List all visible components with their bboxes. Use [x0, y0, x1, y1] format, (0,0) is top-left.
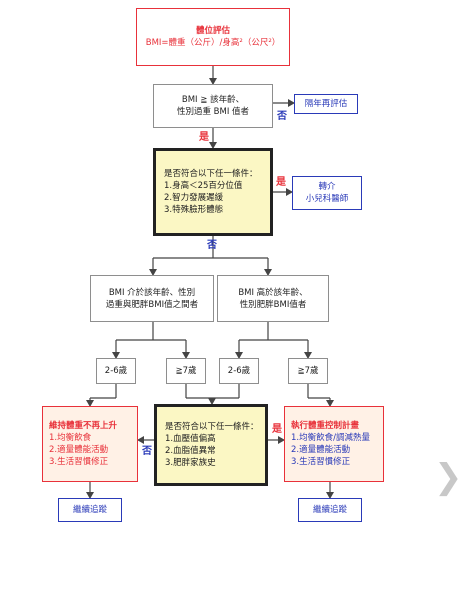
reassess-label: 隔年再評估 [304, 99, 348, 109]
control-item-3: 3.生活習慣修正 [291, 457, 351, 467]
follow-up-left-box: 繼續追蹤 [58, 498, 122, 522]
maintain-title: 維持體重不再上升 [49, 421, 118, 431]
age-label: ≧7歲 [175, 366, 197, 376]
age-2-6-right-box: 2-6歲 [219, 358, 259, 384]
follow-right-label: 繼續追蹤 [312, 505, 347, 515]
right-group-line2: 性別肥胖BMI值者 [239, 299, 307, 310]
q1-line2: 性別過重 BMI 值者 [176, 107, 250, 117]
left-group-line1: BMI 介於該年齡、性別 [108, 287, 196, 298]
maintain-item-1: 1.均衡飲食 [49, 433, 92, 443]
right-group-line1: BMI 高於該年齡、 [238, 287, 308, 298]
reassess-next-year-box: 隔年再評估 [294, 94, 358, 114]
age-7-plus-right-box: ≧7歲 [288, 358, 328, 384]
q3-item-1: 1.血壓值偏高 [165, 434, 216, 444]
refer-pediatrician-box: 轉介 小兒科醫師 [292, 176, 362, 210]
q2-item-3: 3.特殊臉形體態 [164, 205, 224, 215]
left-group-line2: 過重與肥胖BMI值之間者 [105, 299, 199, 310]
q2-item-2: 2.智力發展遲緩 [164, 193, 224, 203]
no-label-q3: 否 [142, 446, 152, 457]
obese-range-box: BMI 高於該年齡、 性別肥胖BMI值者 [217, 275, 329, 322]
control-item-1: 1.均衡飲食/調減熱量 [291, 433, 370, 443]
assessment-title: 體位評估 [195, 26, 230, 36]
q3-title: 是否符合以下任一條件： [165, 422, 259, 432]
weight-control-plan-box: 執行體重控制計畫 1.均衡飲食/調減熱量 2.適量體能活動 3.生活習慣修正 [284, 406, 384, 482]
q3-item-3: 3.肥胖家族史 [165, 458, 216, 468]
maintain-weight-box: 維持體重不再上升 1.均衡飲食 2.適量體能活動 3.生活習慣修正 [42, 406, 138, 482]
follow-left-label: 繼續追蹤 [72, 505, 107, 515]
maintain-item-3: 3.生活習慣修正 [49, 457, 109, 467]
overweight-question-box: BMI ≧ 該年齡、 性別過重 BMI 值者 [153, 84, 273, 128]
bmi-assessment-box: 體位評估 BMI=體重（公斤）/身高²（公尺²） [136, 8, 290, 66]
refer-line1: 轉介 [318, 182, 336, 192]
q1-line1: BMI ≧ 該年齡、 [181, 95, 245, 105]
overweight-range-box: BMI 介於該年齡、性別 過重與肥胖BMI值之間者 [90, 275, 214, 322]
chevron-right-icon[interactable]: ❯ [434, 457, 463, 497]
age-2-6-left-box: 2-6歲 [96, 358, 136, 384]
condition-check-box-2: 是否符合以下任一條件： 1.血壓值偏高 2.血脂值異常 3.肥胖家族史 [154, 404, 268, 486]
age-label: ≧7歲 [297, 366, 319, 376]
yes-label-q3: 是 [272, 424, 282, 435]
control-title: 執行體重控制計畫 [291, 421, 360, 431]
refer-line2: 小兒科醫師 [305, 194, 349, 204]
age-label: 2-6歲 [104, 366, 128, 376]
follow-up-right-box: 繼續追蹤 [298, 498, 362, 522]
no-label-q2: 否 [207, 240, 217, 251]
q2-item-1: 1.身高＜25百分位值 [164, 181, 243, 191]
bmi-formula: BMI=體重（公斤）/身高²（公尺²） [145, 38, 281, 48]
yes-label-q2: 是 [276, 177, 286, 188]
maintain-item-2: 2.適量體能活動 [49, 445, 109, 455]
yes-label-q1: 是 [199, 132, 209, 143]
age-7-plus-left-box: ≧7歲 [166, 358, 206, 384]
condition-check-box-1: 是否符合以下任一條件： 1.身高＜25百分位值 2.智力發展遲緩 3.特殊臉形體… [153, 148, 273, 236]
age-label: 2-6歲 [227, 366, 251, 376]
control-item-2: 2.適量體能活動 [291, 445, 351, 455]
no-label-q1: 否 [277, 111, 287, 122]
q3-item-2: 2.血脂值異常 [165, 446, 216, 456]
q2-title: 是否符合以下任一條件： [164, 169, 258, 179]
